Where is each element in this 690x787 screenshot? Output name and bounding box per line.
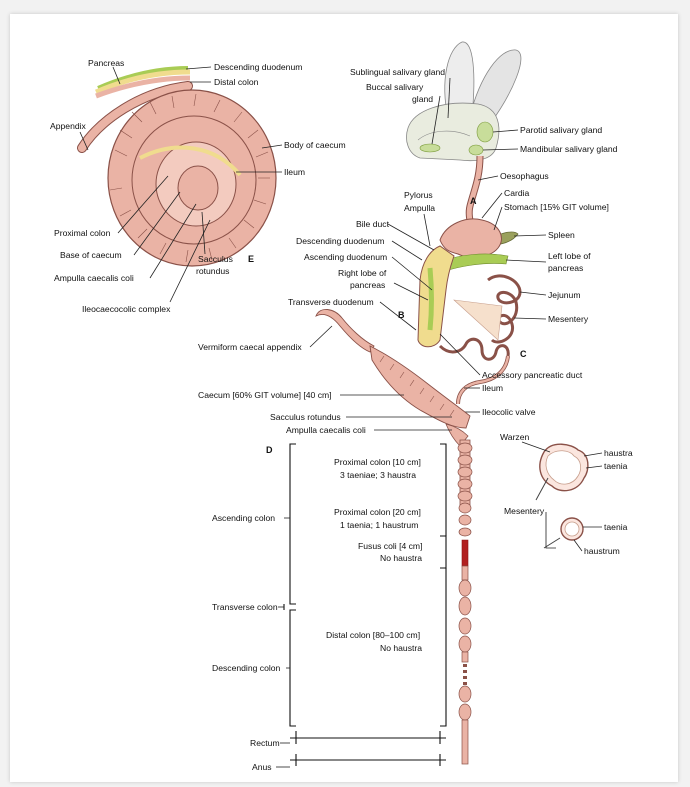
inset-letter-e: E bbox=[248, 254, 254, 264]
label-transverse-colon: Transverse colon bbox=[212, 602, 278, 612]
label-transverse-duodenum: Transverse duodenum bbox=[288, 297, 374, 307]
label-haustra: haustra bbox=[604, 448, 633, 458]
label-anus: Anus bbox=[252, 762, 272, 772]
label-ampulla: Ampulla bbox=[404, 203, 435, 213]
label-sacculus-rotundus-2: rotundus bbox=[196, 266, 229, 276]
fusus-coli bbox=[462, 540, 468, 566]
label-warzen: Warzen bbox=[500, 432, 530, 442]
label-buccal-gland: Buccal salivary bbox=[366, 82, 424, 92]
label-base-of-caecum: Base of caecum bbox=[60, 250, 122, 260]
label-sublingual-gland: Sublingual salivary gland bbox=[350, 67, 445, 77]
label-left-lobe-of-pancreas: Left lobe of bbox=[548, 251, 591, 261]
label-ileum: Ileum bbox=[284, 167, 305, 177]
stomach bbox=[440, 219, 501, 257]
region-brackets bbox=[284, 444, 446, 766]
label-ileocolic-valve: Ileocolic valve bbox=[482, 407, 536, 417]
label-ascending-duodenum: Ascending duodenum bbox=[304, 252, 387, 262]
label-ileum-main: Ileum bbox=[482, 383, 503, 393]
label-ampulla-caecalis-coli: Ampulla caecalis coli bbox=[54, 273, 134, 283]
label-pylorus: Pylorus bbox=[404, 190, 433, 200]
label-buccal-gland-2: gland bbox=[412, 94, 433, 104]
label-proximal-colon-20-detail: 1 taenia; 1 haustrum bbox=[340, 520, 418, 530]
label-fusus-coli: Fusus coli [4 cm] bbox=[358, 541, 422, 551]
sublingual-gland bbox=[420, 144, 440, 152]
label-cardia: Cardia bbox=[504, 188, 530, 198]
duodenum bbox=[418, 246, 454, 347]
label-proximal-colon: Proximal colon bbox=[54, 228, 111, 238]
label-proximal-colon-20: Proximal colon [20 cm] bbox=[334, 507, 421, 517]
caecum-spiral-drawing bbox=[82, 68, 276, 266]
label-caecum: Caecum [60% GIT volume] [40 cm] bbox=[198, 390, 332, 400]
label-proximal-colon-10-detail: 3 taeniae; 3 haustra bbox=[340, 470, 416, 480]
label-taenia-2: taenia bbox=[604, 522, 628, 532]
parotid-gland bbox=[477, 122, 493, 142]
mesentery-fan bbox=[454, 300, 502, 340]
label-distal-colon: Distal colon bbox=[214, 77, 259, 87]
letter-d: D bbox=[266, 445, 273, 455]
label-oesophagus: Oesophagus bbox=[500, 171, 549, 181]
label-distal-colon-main: Distal colon [80–100 cm] bbox=[326, 630, 420, 640]
label-descending-duodenum-main: Descending duodenum bbox=[296, 236, 384, 246]
label-ileocaecocolic-complex: Ileocaecocolic complex bbox=[82, 304, 171, 314]
letter-c: C bbox=[520, 349, 527, 359]
label-sacculus-rotundus: Sacculus bbox=[198, 254, 233, 264]
label-spleen: Spleen bbox=[548, 230, 575, 240]
label-appendix: Appendix bbox=[50, 121, 87, 131]
label-descending-duodenum: Descending duodenum bbox=[214, 62, 302, 72]
label-mesentery-cross: Mesentery bbox=[504, 506, 545, 516]
label-taenia-1: taenia bbox=[604, 461, 628, 471]
right-lobe-of-pancreas bbox=[430, 268, 432, 330]
colon-leader-lines bbox=[276, 518, 290, 767]
caecum bbox=[370, 346, 470, 428]
label-sacculus-rotundus-main: Sacculus rotundus bbox=[270, 412, 341, 422]
label-distal-colon-detail: No haustra bbox=[380, 643, 422, 653]
label-accessory-pancreatic-duct: Accessory pancreatic duct bbox=[482, 370, 583, 380]
label-rectum: Rectum bbox=[250, 738, 280, 748]
label-proximal-colon-10: Proximal colon [10 cm] bbox=[334, 457, 421, 467]
label-parotid-gland: Parotid salivary gland bbox=[520, 125, 602, 135]
vermiform-appendix bbox=[316, 309, 374, 352]
label-fusus-coli-detail: No haustra bbox=[380, 553, 422, 563]
ileum-tube bbox=[458, 356, 508, 404]
label-mandibular-gland: Mandibular salivary gland bbox=[520, 144, 618, 154]
label-bile-duct: Bile duct bbox=[356, 219, 390, 229]
label-left-lobe-of-pancreas-2: pancreas bbox=[548, 263, 583, 273]
label-right-lobe-of-pancreas: Right lobe of bbox=[338, 268, 387, 278]
letter-a: A bbox=[470, 196, 477, 206]
label-pancreas: Pancreas bbox=[88, 58, 124, 68]
label-right-lobe-of-pancreas-2: pancreas bbox=[350, 280, 385, 290]
label-jejunum: Jejunum bbox=[548, 290, 580, 300]
label-stomach: Stomach [15% GIT volume] bbox=[504, 202, 609, 212]
label-mesentery-main: Mesentery bbox=[548, 314, 589, 324]
label-descending-colon: Descending colon bbox=[212, 663, 281, 673]
mandibular-gland bbox=[469, 145, 483, 155]
cross-sections bbox=[536, 444, 588, 548]
label-ampulla-caecalis-coli-main: Ampulla caecalis coli bbox=[286, 425, 366, 435]
caecum-spiral-inset: E Pancreas Descending duodenum Distal co… bbox=[50, 58, 346, 314]
label-vermiform-appendix: Vermiform caecal appendix bbox=[198, 342, 302, 352]
label-haustrum: haustrum bbox=[584, 546, 620, 556]
label-ascending-colon: Ascending colon bbox=[212, 513, 275, 523]
label-body-of-caecum: Body of caecum bbox=[284, 140, 346, 150]
colon-column bbox=[458, 440, 472, 764]
